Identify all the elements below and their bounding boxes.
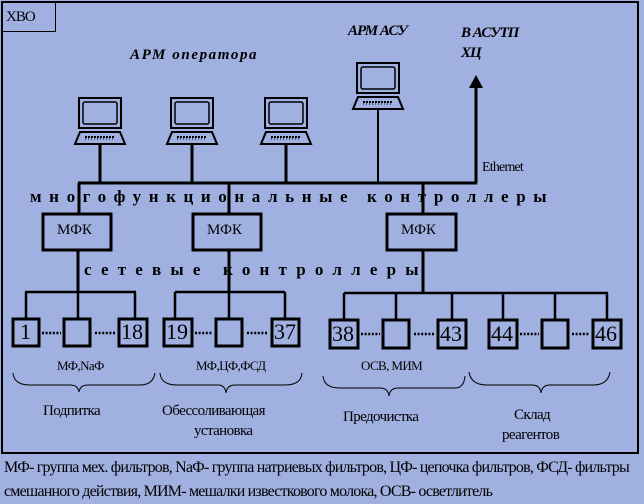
multifunctional-controllers-label: многофункциональные контроллеры (30, 187, 555, 206)
section-label: установка (194, 423, 253, 439)
computer-icon (166, 97, 218, 145)
device-number: 19 (166, 319, 188, 344)
device-box (436, 318, 468, 350)
curly-brace-icon (12, 371, 611, 397)
device-box (62, 317, 92, 348)
device-number: 44 (491, 321, 513, 346)
controller-label: МФК (401, 222, 436, 238)
device-box (540, 318, 570, 350)
device-box (591, 318, 623, 350)
asu-workstation-label: АРМ АСУ (348, 23, 408, 39)
ethernet-label: Ethernet (482, 160, 524, 175)
equipment-label: ОСВ, МИМ (361, 358, 423, 373)
section-label: Склад (514, 407, 551, 423)
legend-text: МФ- группа мех. фильтров, NaФ- группа на… (4, 459, 630, 500)
device-number: 18 (121, 319, 143, 344)
network-controllers-label: сетевые контроллеры (84, 260, 428, 279)
section-label: Подпитка (43, 403, 101, 419)
device-number: 38 (332, 321, 354, 346)
controller-box (191, 212, 263, 252)
device-box (328, 318, 360, 350)
equipment-label: МФ,ЦФ,ФСД (196, 358, 266, 373)
computer-icon (352, 62, 404, 110)
device-number: 1 (20, 319, 31, 344)
device-number: 37 (274, 319, 296, 344)
diagram-frame (1, 1, 639, 454)
section-label: Обессоливающая (162, 403, 265, 419)
section-label: реагентов (502, 427, 560, 443)
arrow-up-icon (469, 75, 483, 183)
device-number: 46 (595, 321, 617, 346)
device-box (381, 318, 411, 350)
device-box (162, 317, 194, 348)
device-number: 43 (440, 321, 462, 346)
device-box (117, 317, 149, 348)
uplink-label-line1: В АСУТП (461, 25, 519, 41)
section-label: Предочистка (343, 409, 419, 425)
equipment-label: МФ,NaФ (57, 358, 104, 373)
operator-workstations-label: АРМ оператора (130, 47, 259, 63)
device-box (11, 317, 41, 348)
system-tag: ХВО (2, 2, 56, 32)
uplink-label-line2: ХЦ (461, 45, 482, 61)
controller-label: МФК (57, 222, 92, 238)
device-box (270, 317, 301, 348)
computer-icon (260, 97, 312, 145)
controller-label: МФК (207, 222, 242, 238)
device-box (214, 317, 244, 348)
device-box (487, 318, 519, 350)
computer-icon (74, 97, 126, 145)
